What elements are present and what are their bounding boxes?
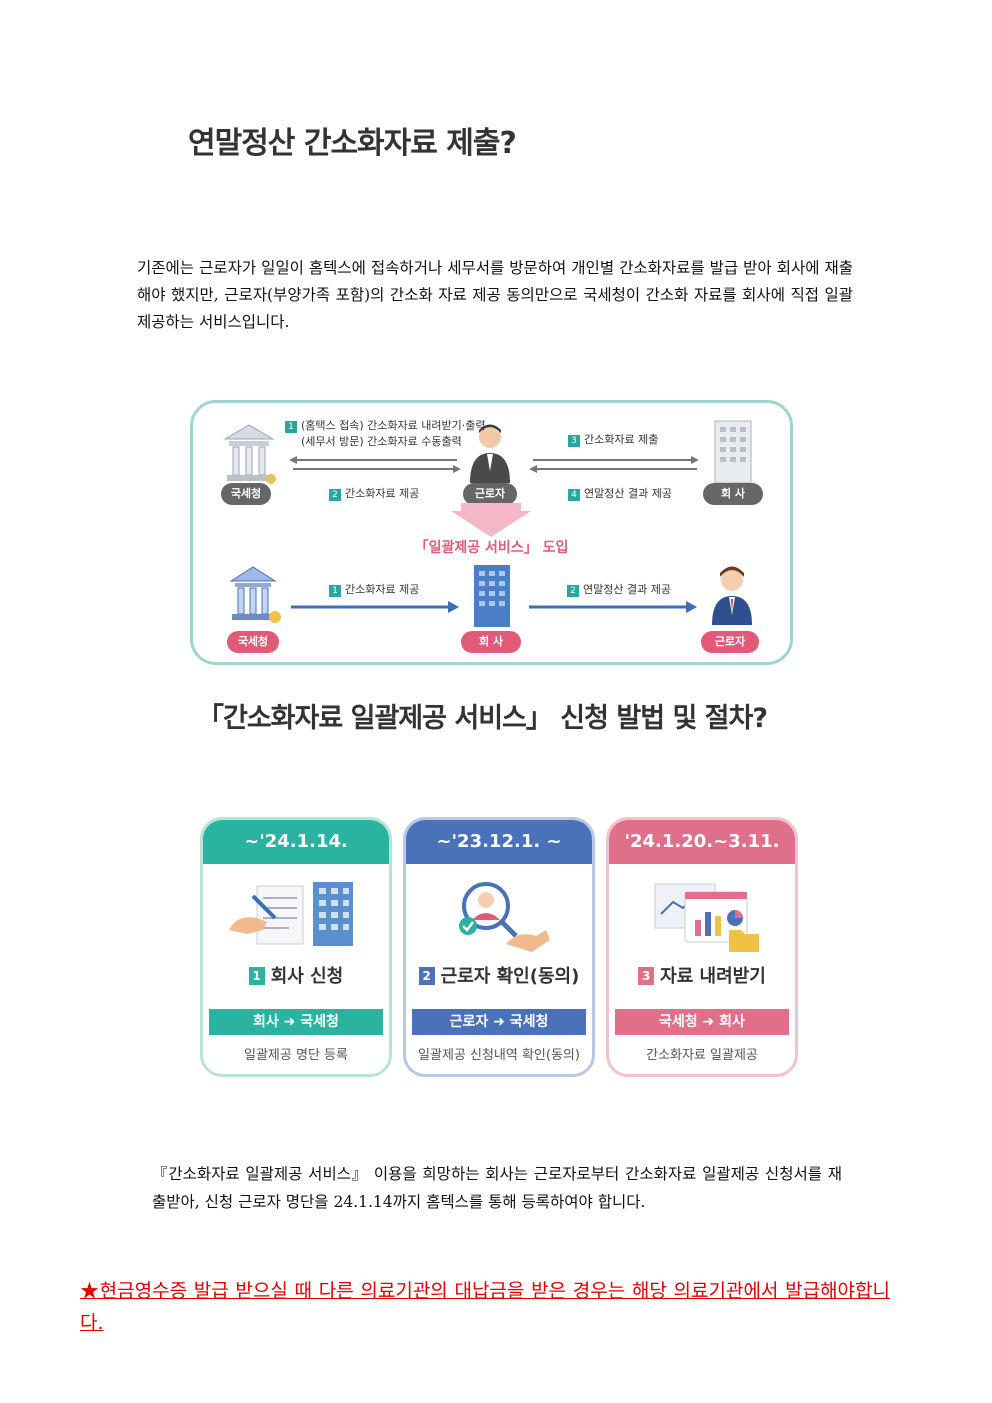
heading-year-end-tax: 연말정산 간소화자료 제출? — [188, 126, 517, 161]
service-application-paragraph: 『간소화자료 일괄제공 서비스』 이용을 희망하는 회사는 근로자로부터 간소화… — [152, 1165, 842, 1211]
heading-application-procedure: 「간소화자료 일괄제공 서비스」 신청 발법 및 절차? — [197, 703, 768, 734]
charts-folder-icon — [654, 883, 759, 952]
step2-desc: 일괄제공 신청내역 확인(동의) — [418, 1048, 580, 1063]
worker-label-top: 근로자 — [463, 483, 517, 505]
step3-desc: 간소화자료 일괄제공 — [646, 1048, 758, 1063]
worker-person-icon-bottom — [712, 566, 752, 625]
before-step1-line1: 1(홈택스 접속) 간소화자료 내려받기·출력 — [285, 417, 486, 433]
nts-label-top: 국세청 — [221, 483, 271, 505]
company-label-top: 회 사 — [703, 483, 763, 505]
step1-desc: 일괄제공 명단 등록 — [244, 1048, 348, 1063]
before-step1-line2: (세무서 방문) 간소화자료 수동출력 — [301, 435, 462, 448]
tax-office-building-icon — [223, 424, 276, 484]
service-diagram: 국세청 근로자 회 사 1(홈택스 접속) 간소화자료 내려받기·출력 (세무서… — [190, 400, 793, 665]
worker-person-icon-top — [470, 424, 510, 483]
arrow-double-left — [289, 456, 461, 473]
document-building-icon — [229, 882, 353, 946]
company-label-bottom: 회 사 — [461, 631, 521, 653]
nts-label-bottom: 국세청 — [227, 631, 279, 653]
step2-flow: 근로자 ➜ 국세청 — [412, 1009, 586, 1035]
arrow-right-bottom-1 — [291, 601, 459, 613]
step1-flow: 회사 ➜ 국세청 — [209, 1009, 383, 1035]
cash-receipt-notice: ★현금영수증 발급 받으실 때 다른 의료기관의 대납금을 받은 경우는 해당 … — [80, 1280, 890, 1334]
company-building-icon-bottom — [474, 565, 510, 627]
step3-flow: 국세청 ➜ 회사 — [615, 1009, 789, 1035]
step2-period: ~'23.12.1. ~ '24.1.19. — [406, 820, 592, 896]
tax-office-building-icon-bottom — [229, 566, 281, 623]
step1-period: ~'24.1.14. — [203, 820, 389, 864]
handshake-person-icon — [459, 882, 550, 952]
step3-period: '24.1.20.~3.11. — [609, 820, 795, 864]
worker-label-bottom: 근로자 — [701, 631, 759, 653]
intro-paragraph: 기존에는 근로자가 일일이 홈텍스에 접속하거나 세무서를 방문하여 개인별 간… — [137, 259, 853, 331]
bulk-service-intro: 「일괄제공 서비스」 도입 — [414, 540, 569, 556]
arrow-right-bottom-2 — [529, 601, 697, 613]
transition-arrow-icon — [451, 503, 531, 537]
arrow-double-right — [529, 456, 699, 473]
company-building-icon-top — [714, 420, 752, 484]
